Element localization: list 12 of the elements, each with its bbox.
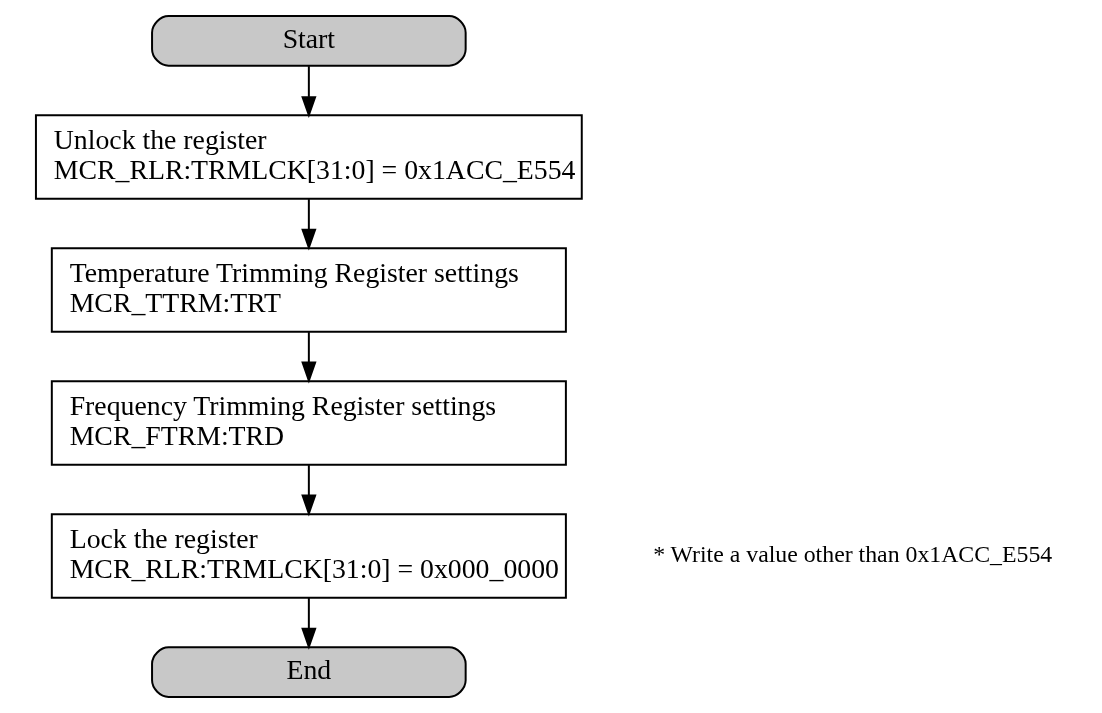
arrow — [300, 331, 316, 384]
node-box: Unlock the register MCR_RLR:TRMLCK[31:0] = 0x1ACC_E554 — [34, 114, 583, 200]
node-box: End — [150, 646, 467, 698]
node-label: * Write a value other than 0x1ACC_E554 — [652, 541, 1052, 568]
node-box: Frequency Trimming Register settings MCR_FTRM:TRD — [50, 380, 567, 466]
arrow — [300, 596, 316, 650]
node-box: Start — [150, 15, 467, 67]
arrow — [300, 65, 316, 119]
node-box: Lock the register MCR_RLR:TRMLCK[31:0] = 0x000_0000 — [50, 513, 567, 599]
arrow — [300, 198, 316, 251]
arrow — [300, 464, 316, 517]
node-box: Temperature Trimming Register settings MCR_TTRM:TRT — [50, 247, 567, 333]
